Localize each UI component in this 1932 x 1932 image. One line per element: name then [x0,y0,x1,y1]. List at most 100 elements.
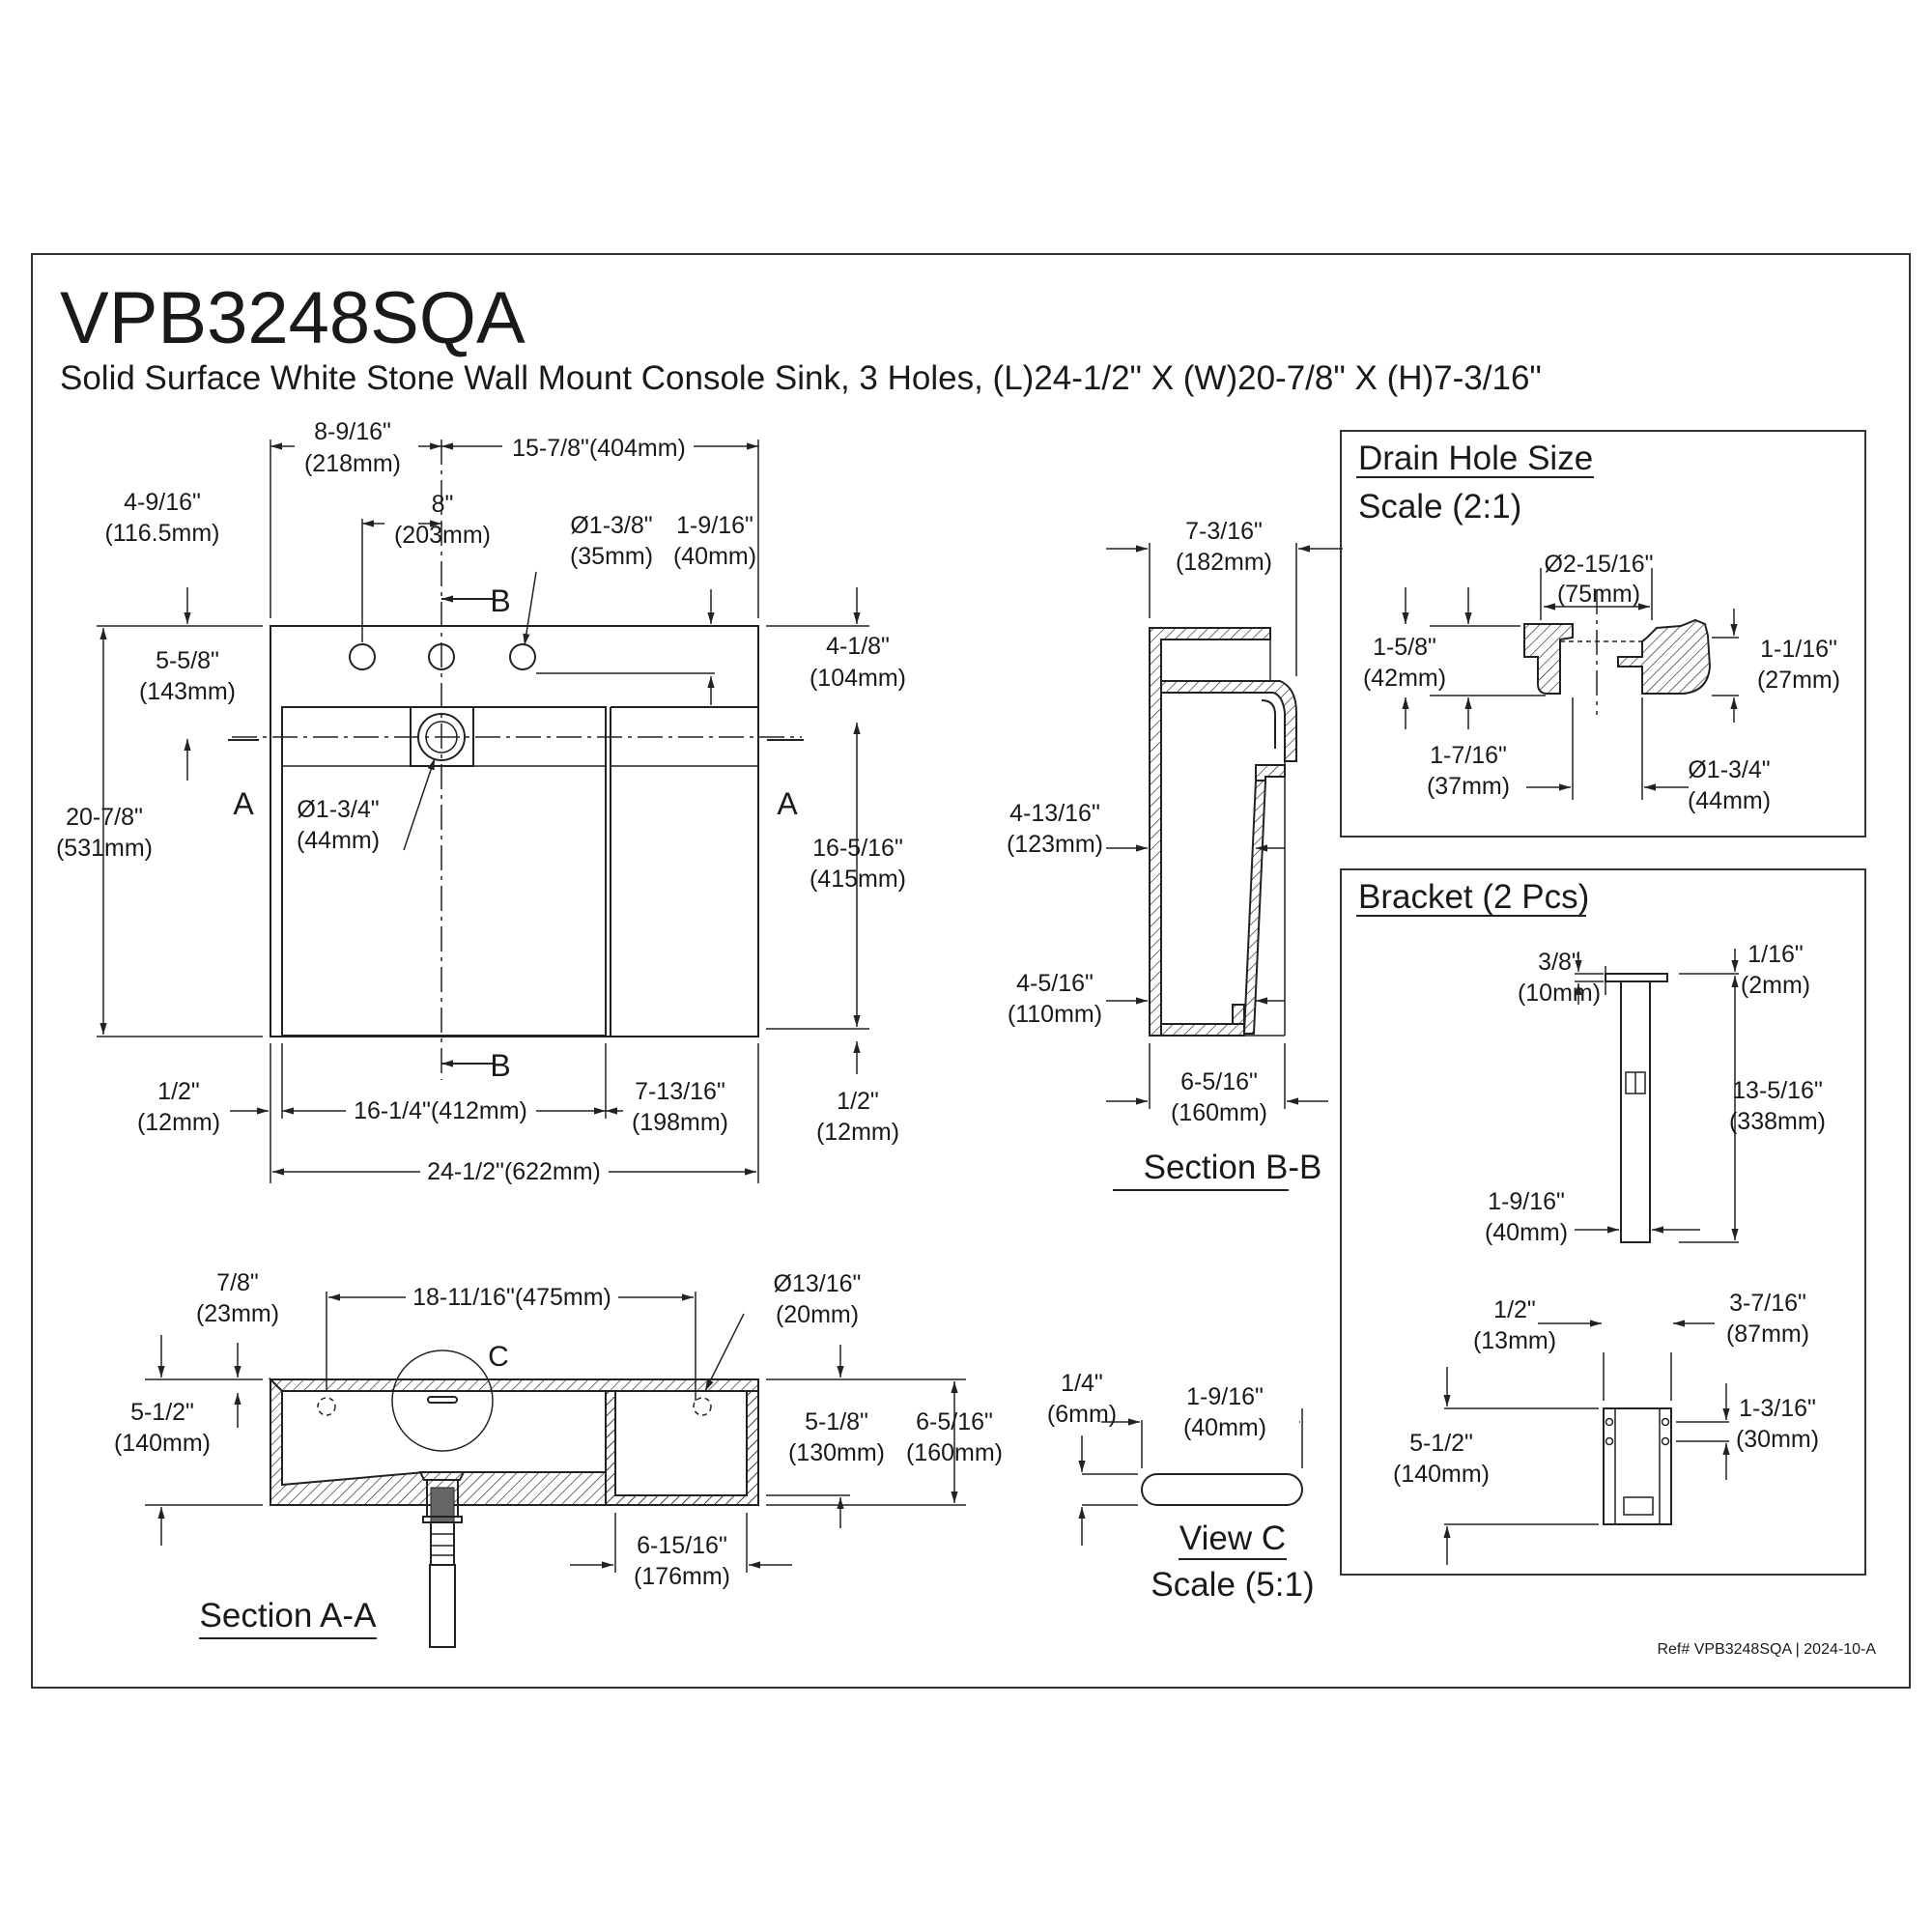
dim-drain-dia-in: Ø1-3/4" [297,796,379,823]
dim-bracket-length-mm: (338mm) [1729,1108,1826,1135]
dim-bracket-plate-mm: (10mm) [1518,980,1601,1007]
dim-drain-from-back-mm: (143mm) [139,678,236,705]
section-mark-b-bottom: B [490,1048,510,1083]
dim-hole-offset-in: 8-9/16" [314,418,391,445]
dim-overall-length: 24-1/2"(622mm) [427,1158,601,1185]
dim-bb-bottom-mm: (160mm) [1171,1099,1267,1126]
dim-hole-spacing-in: 8" [432,491,454,518]
dim-bracket-width-mm: (40mm) [1485,1219,1568,1246]
dim-bb-upper-mm: (123mm) [1007,831,1103,858]
dim-viewc-thickness-in: 1/4" [1061,1370,1103,1397]
dim-drain-flange-dia-in: Ø2-15/16" [1544,551,1653,578]
dim-aa-rim-mm: (23mm) [196,1300,279,1327]
dim-drain-from-back-in: 5-5/8" [156,647,219,674]
dim-drain-dia-mm: (44mm) [297,827,380,854]
dim-basin-depth-in: 16-5/16" [812,835,903,862]
model-title: VPB3248SQA [60,277,526,359]
dim-drain-recess-in: 1-1/16" [1760,636,1837,663]
bracket-panel: Bracket (2 Pcs) 3/8" (10mm) 1/16" (2mm) … [1340,868,1866,1576]
dim-faucet-hole-dia-mm: (35mm) [570,543,653,570]
dim-bracket-width-in: 1-9/16" [1488,1188,1565,1215]
dim-bracket-plate-in: 3/8" [1538,949,1580,976]
dim-bb-bottom-in: 6-5/16" [1180,1068,1258,1095]
reference-note: Ref# VPB3248SQA | 2024-10-A [1657,1641,1876,1658]
dim-bb-upper-in: 4-13/16" [1009,800,1100,827]
view-c: 1/4" (6mm) 1-9/16" (40mm) View C Scale (… [1047,1370,1315,1604]
dim-left-hole-mm: (116.5mm) [104,520,219,547]
dim-aa-overflow-span: 18-11/16"(475mm) [412,1284,611,1311]
dim-bracket-front-w-mm: (13mm) [1473,1327,1556,1354]
dim-bracket-front-h-mm: (140mm) [1393,1461,1490,1488]
dim-hole-from-back-mm: (40mm) [673,543,756,570]
top-view: 8-9/16" (218mm) 15-7/8"(404mm) 4-9/16" (… [56,418,906,1185]
dim-left-wall-in: 1/2" [157,1078,200,1105]
dim-viewc-length-mm: (40mm) [1183,1414,1266,1441]
dim-shelf-length-in: 7-13/16" [635,1078,725,1105]
view-c-scale: Scale (5:1) [1151,1566,1314,1604]
section-mark-a-right: A [777,786,798,821]
dim-faucet-hole-dia-in: Ø1-3/8" [570,512,652,539]
dim-front-wall-in: 1/2" [837,1088,879,1115]
section-aa-label: Section A-A [200,1597,378,1634]
dim-ledge-depth-mm: (104mm) [810,665,906,692]
detail-mark-c: C [488,1341,509,1373]
dim-bracket-hole-span-mm: (87mm) [1726,1321,1809,1348]
section-aa: 7/8" (23mm) 18-11/16"(475mm) Ø13/16" (20… [114,1269,1003,1648]
dim-drain-inner-in: 1-7/16" [1430,742,1507,769]
drain-hole-scale: Scale (2:1) [1358,488,1521,526]
drain-hole-title: Drain Hole Size [1358,440,1593,477]
dim-aa-basin-depth-mm: (140mm) [114,1430,211,1457]
dim-shelf-length-mm: (198mm) [632,1109,728,1136]
dim-drain-inner-mm: (37mm) [1427,773,1510,800]
dim-bb-lower-mm: (110mm) [1008,1001,1102,1028]
dim-aa-total-height-in: 6-5/16" [916,1408,993,1435]
dim-aa-overflow-dia-in: Ø13/16" [774,1270,862,1297]
dim-width-mm: (531mm) [56,835,153,862]
dim-drain-flange-dia-mm: (75mm) [1557,581,1640,608]
section-bb: 7-3/16" (182mm) 4-13/16" (123mm) 4-5/16"… [1007,518,1343,1191]
product-subtitle: Solid Surface White Stone Wall Mount Con… [60,359,1542,397]
dim-left-wall-mm: (12mm) [137,1109,220,1136]
dim-hole-offset-mm: (218mm) [304,450,401,477]
dim-drain-hole-dia-mm: (44mm) [1688,787,1771,814]
dim-bb-lower-in: 4-5/16" [1016,970,1094,997]
dim-hole-spacing-mm: (203mm) [394,522,491,549]
dim-overall-right-span: 15-7/8"(404mm) [512,435,686,462]
dim-ledge-depth-in: 4-1/8" [826,633,890,660]
dim-bracket-thick-mm: (2mm) [1741,972,1810,999]
dim-bracket-hole-gap-mm: (30mm) [1736,1426,1819,1453]
section-mark-b-top: B [490,583,510,618]
dim-aa-rim-in: 7/8" [216,1269,259,1296]
view-c-label: View C [1179,1520,1286,1557]
dim-left-hole-in: 4-9/16" [124,489,201,516]
dim-basin-depth-mm: (415mm) [810,866,906,893]
dim-bracket-front-w-in: 1/2" [1493,1296,1536,1323]
dim-aa-shelf-depth-in: 5-1/8" [805,1408,868,1435]
drain-hole-panel: Drain Hole Size Scale (2:1) Ø2-15/16" (7… [1340,430,1866,838]
dim-bracket-length-in: 13-5/16" [1732,1077,1823,1104]
drawing-sheet-border [31,253,1911,1689]
dim-bracket-front-h-in: 5-1/2" [1409,1430,1473,1457]
dim-width-in: 20-7/8" [66,804,143,831]
section-bb-label: Section B-B [1144,1149,1322,1186]
dim-viewc-length-in: 1-9/16" [1186,1383,1264,1410]
dim-bracket-thick-in: 1/16" [1747,941,1804,968]
dim-viewc-thickness-mm: (6mm) [1047,1401,1117,1428]
dim-hole-from-back-in: 1-9/16" [676,512,753,539]
dim-bracket-hole-span-in: 3-7/16" [1729,1290,1806,1317]
dim-aa-shelf-depth-mm: (130mm) [788,1439,885,1466]
dim-drain-recess-mm: (27mm) [1757,667,1840,694]
dim-drain-thickness-in: 1-5/8" [1373,634,1436,661]
dim-aa-basin-depth-in: 5-1/2" [130,1399,194,1426]
dim-bracket-hole-gap-in: 1-3/16" [1739,1395,1816,1422]
dim-drain-thickness-mm: (42mm) [1363,665,1446,692]
dim-aa-total-height-mm: (160mm) [906,1439,1003,1466]
bracket-title: Bracket (2 Pcs) [1358,878,1589,916]
dim-aa-shelf-width-in: 6-15/16" [637,1532,727,1559]
dim-aa-shelf-width-mm: (176mm) [634,1563,730,1590]
dim-basin-length: 16-1/4"(412mm) [354,1097,527,1124]
dim-bb-height-in: 7-3/16" [1185,518,1263,545]
dim-drain-hole-dia-in: Ø1-3/4" [1688,756,1770,783]
section-mark-a-left: A [233,786,254,821]
